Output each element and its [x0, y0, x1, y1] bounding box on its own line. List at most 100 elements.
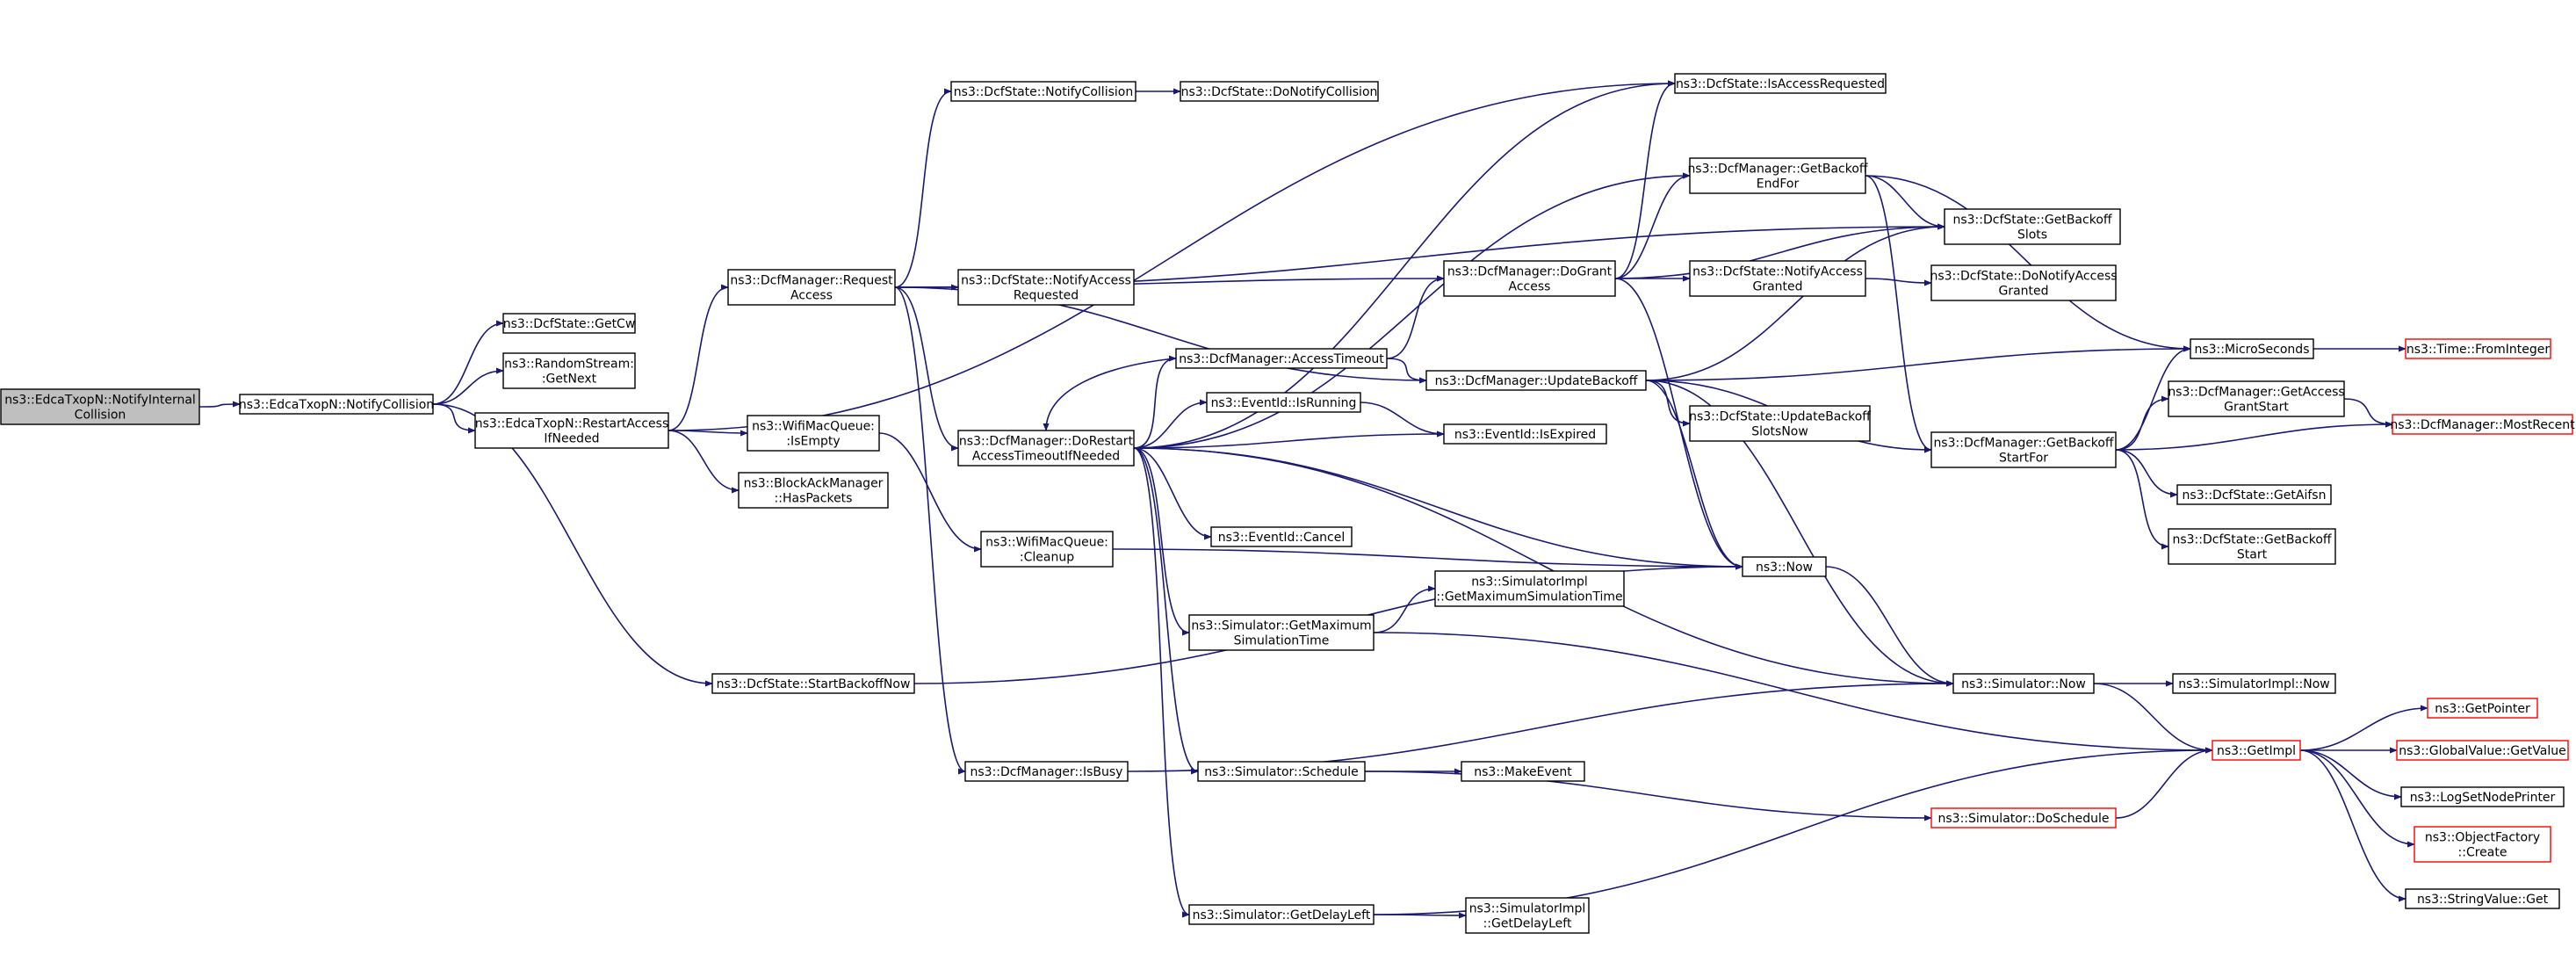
node-most-recent[interactable]: ns3::DcfManager::MostRecent — [2390, 414, 2575, 435]
edge-get-impl-to-string-value-get — [2299, 749, 2406, 902]
edge-update-backoff-to-update-backoff-slots-now — [1645, 380, 1691, 427]
edge-do-schedule-to-get-impl — [2115, 747, 2213, 819]
node-label: ::GetMaximumSimulationTime — [1436, 590, 1622, 604]
node-label: ns3::DcfState::StartBackoffNow — [717, 677, 911, 691]
node-string-value-get[interactable]: ns3::StringValue::Get — [2405, 888, 2560, 909]
node-box — [2190, 338, 2314, 359]
edge-access-timeout-to-update-backoff — [1386, 358, 1427, 384]
node-get-aifsn[interactable]: ns3::DcfState::GetAifsn — [2176, 484, 2332, 505]
node-log-set-node-printer[interactable]: ns3::LogSetNodePrinter — [2400, 786, 2565, 807]
edge-get-max-sim-to-sim-impl-get-max — [1373, 585, 1436, 633]
node-do-notify-collision[interactable]: ns3::DcfState::DoNotifyCollision — [1180, 81, 1379, 102]
node-box — [0, 388, 200, 425]
edge-get-backoff-end-for-to-get-backoff-slots — [1865, 175, 1945, 230]
node-label: Access — [1509, 280, 1551, 294]
node-box — [1674, 73, 1887, 94]
node-box — [738, 472, 889, 509]
node-do-schedule[interactable]: ns3::Simulator::DoSchedule — [1930, 807, 2117, 828]
node-label: SimulationTime — [1234, 634, 1330, 648]
node-box — [239, 394, 434, 415]
node-is-running[interactable]: ns3::EventId::IsRunning — [1206, 392, 1361, 413]
node-box — [1689, 157, 1866, 194]
node-wifi-is-empty[interactable]: ns3::WifiMacQueue::IsEmpty — [747, 415, 880, 452]
edge-restart-access-to-block-ack — [667, 430, 740, 494]
node-is-busy[interactable]: ns3::DcfManager::IsBusy — [964, 761, 1129, 782]
node-label: :GetNext — [542, 373, 597, 387]
node-sim-impl-now[interactable]: ns3::SimulatorImpl::Now — [2172, 673, 2336, 694]
node-label: ns3::SimulatorImpl — [1471, 575, 1588, 590]
node-global-get-value[interactable]: ns3::GlobalValue::GetValue — [2396, 740, 2569, 761]
node-access-timeout[interactable]: ns3::DcfManager::AccessTimeout — [1175, 348, 1388, 369]
edge-get-backoff-start-for-to-get-backoff-start — [2115, 449, 2169, 550]
node-box — [1930, 264, 2117, 301]
node-box — [1742, 556, 1827, 577]
node-start-backoff[interactable]: ns3::DcfState::StartBackoffNow — [711, 673, 915, 694]
node-do-restart[interactable]: ns3::DcfManager::DoRestartAccessTimeoutI… — [957, 430, 1135, 467]
node-label: ns3::DcfManager::DoRestart — [959, 435, 1134, 449]
node-is-access-requested[interactable]: ns3::DcfState::IsAccessRequested — [1674, 73, 1887, 94]
edge-do-restart-to-schedule — [1133, 447, 1199, 775]
node-label: ns3::WifiMacQueue: — [985, 536, 1108, 550]
node-label: ns3::EventId::IsExpired — [1454, 428, 1596, 442]
edge-do-restart-to-get-delay-left — [1133, 447, 1190, 918]
node-sim-impl-delay-left[interactable]: ns3::SimulatorImpl::GetDelayLeft — [1465, 897, 1590, 934]
node-is-expired[interactable]: ns3::EventId::IsExpired — [1443, 423, 1607, 445]
node-label: ns3::EdcaTxopN::RestartAccess — [475, 417, 669, 431]
node-box — [1197, 761, 1366, 782]
node-make-event[interactable]: ns3::MakeEvent — [1461, 761, 1585, 782]
node-time-from-integer[interactable]: ns3::Time::FromInteger — [2405, 338, 2551, 359]
node-box — [1180, 81, 1379, 102]
node-micro-seconds[interactable]: ns3::MicroSeconds — [2190, 338, 2314, 359]
edge-layer — [198, 80, 2428, 919]
node-now[interactable]: ns3::Now — [1742, 556, 1827, 577]
node-box — [1425, 370, 1647, 391]
node-object-factory-create[interactable]: ns3::ObjectFactory::Create — [2414, 826, 2551, 863]
node-sim-impl-get-max[interactable]: ns3::SimulatorImpl::GetMaximumSimulation… — [1434, 570, 1625, 607]
node-block-ack[interactable]: ns3::BlockAckManager::HasPackets — [738, 472, 889, 509]
edge-get-impl-to-object-factory-create — [2299, 749, 2415, 848]
node-get-pointer[interactable]: ns3::GetPointer — [2427, 698, 2538, 719]
node-label: ns3::DcfState::GetBackoff — [2172, 533, 2331, 547]
edge-notify-collision-to-get-cw — [432, 320, 504, 405]
node-get-delay-left[interactable]: ns3::Simulator::GetDelayLeft — [1188, 904, 1375, 925]
node-label: ns3::EventId::IsRunning — [1211, 396, 1357, 410]
node-notify-collision[interactable]: ns3::EdcaTxopN::NotifyCollision — [239, 394, 434, 415]
node-box — [1944, 208, 2121, 245]
node-label: ::HasPackets — [775, 492, 853, 506]
edge-dcf-notify-access-granted-to-do-notify-access-granted — [1865, 278, 1932, 286]
node-cleanup[interactable]: ns3::WifiMacQueue::Cleanup — [980, 531, 1114, 568]
edge-request-access-to-dcf-notify-collision — [894, 88, 952, 288]
node-label: ns3::DcfManager::GetBackoff — [1687, 163, 1867, 177]
node-get-max-sim[interactable]: ns3::Simulator::GetMaximumSimulationTime — [1188, 614, 1375, 651]
node-random-stream[interactable]: ns3::RandomStream::GetNext — [502, 352, 636, 389]
node-label: ns3::DcfState::NotifyAccess — [1692, 265, 1863, 279]
node-sim-now[interactable]: ns3::Simulator::Now — [1952, 673, 2095, 694]
edge-do-restart-to-get-backoff-end-for — [1133, 172, 1691, 449]
node-schedule[interactable]: ns3::Simulator::Schedule — [1197, 761, 1366, 782]
node-update-backoff[interactable]: ns3::DcfManager::UpdateBackoff — [1425, 370, 1647, 391]
edge-update-backoff-to-micro-seconds — [1645, 345, 2191, 381]
node-get-impl[interactable]: ns3::GetImpl — [2212, 740, 2301, 761]
node-get-cw[interactable]: ns3::DcfState::GetCw — [502, 313, 636, 334]
node-label: ns3::GetPointer — [2435, 702, 2530, 716]
node-label: Granted — [1752, 280, 1802, 294]
node-dcf-notify-collision[interactable]: ns3::DcfState::NotifyCollision — [950, 81, 1136, 102]
node-box — [1930, 431, 2117, 468]
edge-update-backoff-to-sim-now — [1645, 380, 1954, 687]
node-box — [2168, 380, 2345, 417]
node-cancel[interactable]: ns3::EventId::Cancel — [1210, 526, 1353, 547]
node-label: ns3::DcfManager::MostRecent — [2390, 418, 2575, 432]
